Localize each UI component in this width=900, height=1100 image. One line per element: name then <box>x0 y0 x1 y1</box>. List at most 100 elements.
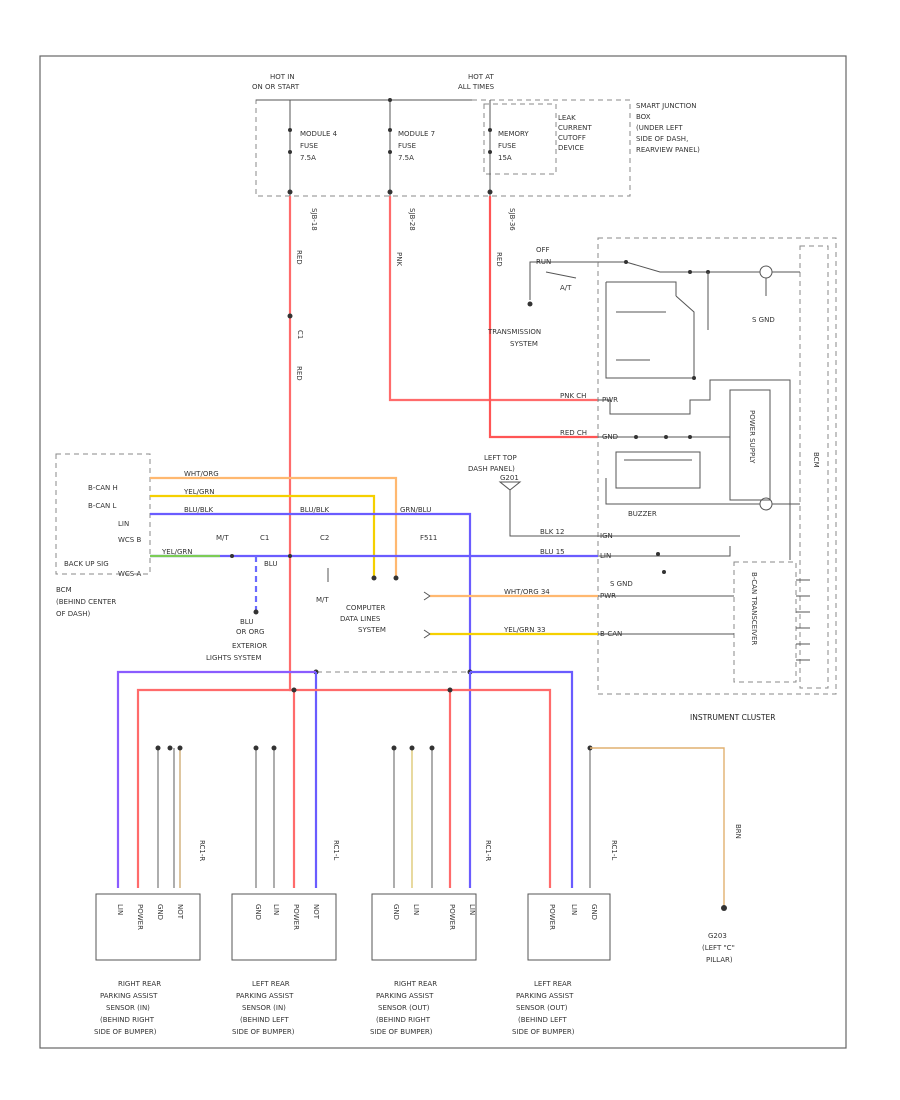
wire-label-red-1: RED <box>295 250 303 265</box>
svg-text:POWER: POWER <box>292 904 300 930</box>
sensor-left-rear-in: GND LIN POWER NOT LEFT REAR PARKING ASSI… <box>231 893 337 1036</box>
svg-text:POWER: POWER <box>448 904 456 930</box>
fuse-module-4: MODULE 4 FUSE 7.5A <box>300 130 338 162</box>
wire-label-wht-org: WHT/ORG <box>184 470 219 478</box>
svg-text:LIN: LIN <box>570 904 578 915</box>
svg-text:SYSTEM: SYSTEM <box>510 340 538 348</box>
svg-text:LIN: LIN <box>468 904 476 915</box>
ic-bcm: BCM <box>812 452 820 468</box>
bcm-pin-bcan-h: B-CAN H <box>88 484 118 492</box>
hot-in-condition: ON OR START <box>252 83 300 91</box>
wire-wht-org <box>150 476 398 576</box>
wire-label-red-ch: RED CH <box>560 429 587 437</box>
svg-text:MEMORY: MEMORY <box>498 130 529 138</box>
svg-text:(BEHIND CENTER: (BEHIND CENTER <box>56 598 116 606</box>
ic-pin-gnd: GND <box>602 433 618 441</box>
svg-text:SIDE OF DASH,: SIDE OF DASH, <box>636 135 688 143</box>
smart-junction-box <box>255 98 631 197</box>
svg-text:MODULE 4: MODULE 4 <box>300 130 338 138</box>
svg-text:PILLAR): PILLAR) <box>706 956 733 964</box>
svg-text:GND: GND <box>254 904 262 920</box>
svg-text:LIGHTS SYSTEM: LIGHTS SYSTEM <box>206 654 262 662</box>
svg-text:SENSOR (OUT): SENSOR (OUT) <box>516 1004 568 1012</box>
svg-text:RIGHT REAR: RIGHT REAR <box>394 980 437 988</box>
svg-text:TRANSMISSION: TRANSMISSION <box>487 328 541 336</box>
exterior-lights-label: EXTERIOR LIGHTS SYSTEM <box>206 642 267 662</box>
svg-text:SMART JUNCTION: SMART JUNCTION <box>636 102 697 110</box>
bcm-pin-bcan-l: B-CAN L <box>88 502 116 510</box>
svg-text:PARKING ASSIST: PARKING ASSIST <box>516 992 574 1000</box>
wire-label-wht-org-34: WHT/ORG 34 <box>504 588 550 596</box>
fuse-memory: MEMORY FUSE 15A <box>498 130 529 162</box>
sensor-gnd-wires <box>155 745 727 911</box>
svg-text:A/T: A/T <box>560 284 572 292</box>
bcm-conn-c2: C2 <box>320 534 329 542</box>
svg-text:FUSE: FUSE <box>300 142 318 150</box>
wire-blu-blk <box>150 512 472 672</box>
bcm-pin-wcs-b: WCS B <box>118 536 141 544</box>
wire-pnk-module7 <box>388 196 598 402</box>
leak-current-cutoff-device: LEAK CURRENT CUTOFF DEVICE <box>558 114 592 152</box>
blu-or-org-1: BLU <box>240 618 253 626</box>
ic-pin-pwr: PWR <box>602 396 618 404</box>
svg-text:GND: GND <box>590 904 598 920</box>
sensor-right-rear-in: LIN POWER GND NOT RIGHT REAR PARKING ASS… <box>94 893 201 1036</box>
svg-text:COMPUTER: COMPUTER <box>346 604 385 612</box>
svg-text:LIN: LIN <box>272 904 280 915</box>
svg-text:SENSOR (IN): SENSOR (IN) <box>106 1004 150 1012</box>
svg-text:LEFT REAR: LEFT REAR <box>252 980 290 988</box>
hot-in-label: HOT IN <box>270 73 295 81</box>
ic-buzzer: BUZZER <box>628 510 657 518</box>
svg-text:FUSE: FUSE <box>398 142 416 150</box>
wire-label-grn-blu: GRN/BLU <box>400 506 431 514</box>
svg-text:G201: G201 <box>500 474 519 482</box>
wire-label-blu-c: BLU <box>264 560 277 568</box>
sensor-conn-2: RC1-L <box>332 840 340 860</box>
wire-label-grn-backup: YEL/GRN <box>161 548 192 556</box>
svg-text:15A: 15A <box>498 154 512 162</box>
svg-text:SYSTEM: SYSTEM <box>358 626 386 634</box>
connector-sjb-2: SJB-28 <box>408 208 416 231</box>
svg-text:CURRENT: CURRENT <box>558 124 592 132</box>
wire-yel-grn <box>150 494 376 576</box>
svg-text:OF DASH): OF DASH) <box>56 610 91 618</box>
svg-text:DATA LINES: DATA LINES <box>340 615 381 623</box>
s-gnd-label-2: S GND <box>610 580 633 588</box>
svg-text:RUN: RUN <box>536 258 551 266</box>
bcm-pin-lin: LIN <box>118 520 129 528</box>
transmission-system-label: TRANSMISSION SYSTEM <box>487 328 541 348</box>
diagram-border <box>39 55 847 1049</box>
svg-text:BOX: BOX <box>636 113 651 121</box>
ignition-input: OFF RUN A/T <box>527 246 598 307</box>
mt-label: M/T <box>216 534 229 542</box>
svg-text:SENSOR (IN): SENSOR (IN) <box>242 1004 286 1012</box>
smart-junction-box-label: SMART JUNCTION BOX (UNDER LEFT SIDE OF D… <box>636 102 700 154</box>
wire-lin-sensor1 <box>116 670 316 888</box>
svg-text:GND: GND <box>392 904 400 920</box>
svg-text:CUTOFF: CUTOFF <box>558 134 586 142</box>
bcm-label: BCM (BEHIND CENTER OF DASH) <box>56 586 116 618</box>
svg-text:(BEHIND LEFT: (BEHIND LEFT <box>240 1016 289 1024</box>
ic-pin-data1: PWR <box>600 592 616 600</box>
wire-label-brn: BRN <box>734 824 742 839</box>
wire-label-red-b: RED <box>495 252 503 267</box>
svg-text:LEFT REAR: LEFT REAR <box>534 980 572 988</box>
wire-power-sensor2 <box>288 675 296 888</box>
svg-text:PARKING ASSIST: PARKING ASSIST <box>100 992 158 1000</box>
svg-text:(UNDER LEFT: (UNDER LEFT <box>636 124 683 132</box>
svg-text:(BEHIND LEFT: (BEHIND LEFT <box>518 1016 567 1024</box>
svg-text:DEVICE: DEVICE <box>558 144 584 152</box>
svg-text:DASH PANEL): DASH PANEL) <box>468 465 515 473</box>
wire-label-red-2: RED <box>295 366 303 381</box>
wire-label-pnk: PNK <box>395 252 403 266</box>
svg-text:POWER: POWER <box>548 904 556 930</box>
ic-pin-ign: IGN <box>600 532 613 540</box>
svg-text:LIN: LIN <box>412 904 420 915</box>
svg-text:LEAK: LEAK <box>558 114 576 122</box>
connector-sjb-3: SJB-36 <box>508 208 516 231</box>
bcm-pin-wcs-a: WCS A <box>118 570 141 578</box>
bcm-conn-c1: C1 <box>260 534 269 542</box>
bcm-pin-backup: BACK UP SIG <box>64 560 109 568</box>
svg-text:7.5A: 7.5A <box>300 154 316 162</box>
